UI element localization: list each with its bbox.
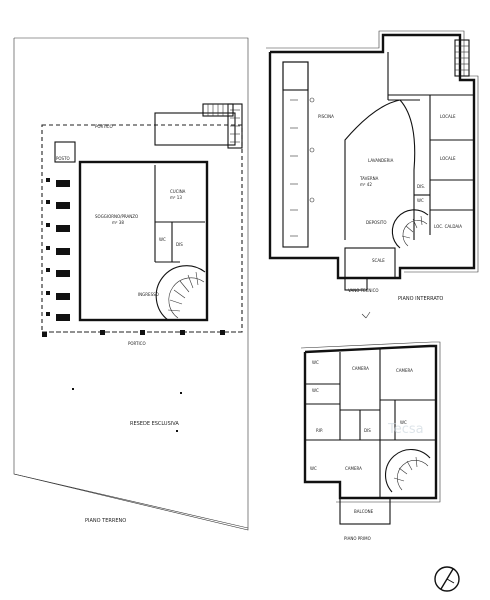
basement-outer-walls bbox=[268, 33, 476, 280]
first-wc-4-label: WC bbox=[310, 466, 317, 471]
watermark: Tecsa bbox=[387, 422, 424, 437]
first-wc-3-label: WC bbox=[400, 420, 407, 425]
first-wc-1-label: WC bbox=[312, 360, 319, 365]
taverna-walls bbox=[344, 99, 416, 240]
ground-posto-label: POSTO bbox=[56, 156, 70, 161]
deposito-label: DEPOSITO bbox=[366, 220, 386, 225]
ripostiglio-label: RIP. bbox=[316, 428, 323, 433]
portico-outline bbox=[41, 124, 243, 333]
basement-floor-plan: PISCINA LAVANDERIA TAVERNA m² 42 DEPOSIT… bbox=[266, 30, 479, 302]
ground-floor-plan: PORTICO PORTICO POSTO SOGGIORNO/PRANZO m… bbox=[13, 37, 249, 531]
camera-3-label: CAMERA bbox=[345, 466, 362, 471]
cucina-area: m² 13 bbox=[170, 195, 182, 200]
basement-dis-label: DIS. bbox=[417, 184, 425, 189]
ground-spiral-stair bbox=[155, 265, 206, 321]
vano-label: VANO TECNICO bbox=[348, 288, 379, 293]
lavanderia-label: LAVANDERIA bbox=[368, 158, 394, 163]
cucina-label: CUCINA bbox=[170, 189, 186, 194]
first-floor-plan: WC CAMERA CAMERA WC RIP. DIS WC WC CAMER… bbox=[300, 341, 441, 541]
first-wc-2-label: WC bbox=[312, 388, 319, 393]
portico-bottom-label: PORTICO bbox=[128, 341, 146, 346]
soggiorno-label: SOGGIORNO/PRANZO bbox=[95, 214, 138, 219]
ground-columns bbox=[42, 178, 225, 337]
soggiorno-area: m² 38 bbox=[112, 220, 124, 225]
basement-wc-label: WC bbox=[417, 198, 424, 203]
first-dis-label: DIS bbox=[364, 428, 371, 433]
ground-ingresso-label: INGRESSO bbox=[138, 292, 159, 297]
resede-label: RESEDE ESCLUSIVA bbox=[130, 421, 179, 427]
ground-house-walls bbox=[78, 160, 209, 322]
piscina-label: PISCINA bbox=[318, 114, 334, 119]
north-arrow-icon bbox=[434, 566, 460, 592]
first-floor-spiral-stair bbox=[384, 448, 431, 493]
portico-top-label: PORTICO bbox=[95, 124, 113, 129]
balcony-outline bbox=[339, 497, 391, 525]
taverna-label: TAVERNA bbox=[359, 176, 379, 181]
balcone-label: BALCONE bbox=[354, 509, 374, 514]
basement-spiral-stair bbox=[391, 209, 429, 249]
caldaia-label: LOC. CALDAIA bbox=[434, 224, 462, 229]
ground-dis-label: DIS bbox=[176, 242, 183, 247]
locale-b-label: LOCALE bbox=[440, 156, 456, 161]
ground-small-room bbox=[54, 141, 76, 163]
camera-2-label: CAMERA bbox=[396, 368, 413, 373]
locale-a-label: LOCALE bbox=[440, 114, 456, 119]
site-boundary bbox=[13, 37, 249, 531]
ground-floor-title: PIANO TERRENO bbox=[85, 518, 126, 524]
basement-floor-title: PIANO INTERRATO bbox=[398, 296, 443, 302]
ground-wc-label: WC bbox=[159, 237, 166, 242]
camera-1-label: CAMERA bbox=[352, 366, 369, 371]
scale-label: SCALE bbox=[372, 258, 385, 263]
taverna-area: m² 42 bbox=[360, 182, 372, 187]
first-floor-title: PIANO PRIMO bbox=[344, 536, 371, 541]
